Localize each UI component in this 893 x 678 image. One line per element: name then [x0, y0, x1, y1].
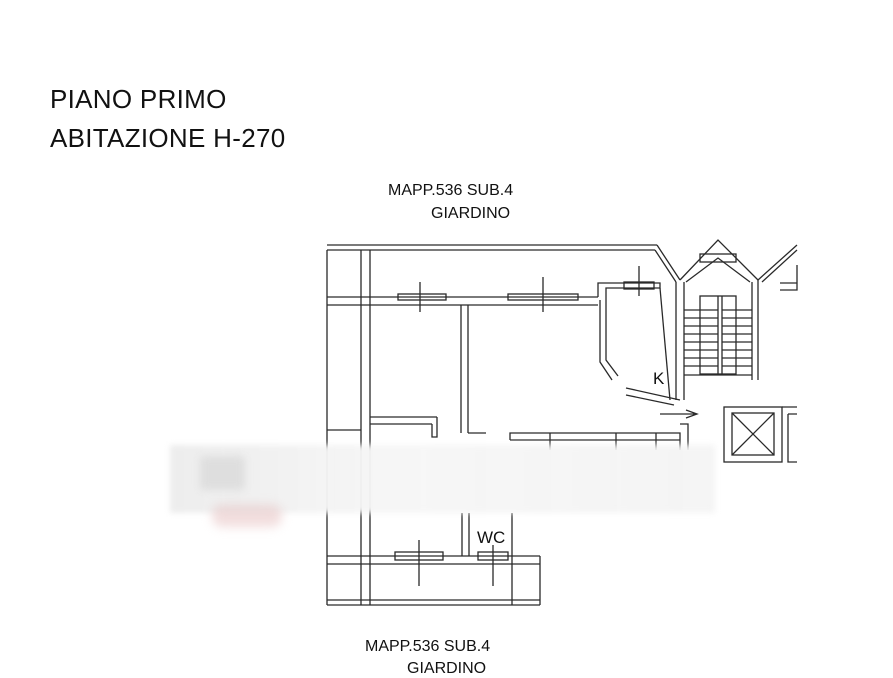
corridor-wall-top: [509, 432, 681, 450]
room-label-kitchen: K: [653, 369, 665, 388]
elevator-shaft: [723, 406, 783, 463]
stair-wall-right: [751, 280, 759, 380]
elevator-wall-right: [782, 406, 797, 463]
stair-vent: [699, 253, 737, 263]
stair-wall-left: [675, 282, 685, 400]
kitchen-wall-top: [597, 282, 661, 297]
bottom-parcel-label: MAPP.536 SUB.4: [365, 638, 491, 655]
plan-title-floor: PIANO PRIMO: [50, 84, 227, 114]
wall-room-return: [431, 417, 438, 438]
room-label-bathroom: WC: [477, 528, 506, 547]
stair-roof-inner: [685, 257, 751, 283]
roof-right-ledge: [780, 265, 798, 291]
top-garden-label: GIARDINO: [431, 205, 511, 222]
kitchen-wall-left: [599, 297, 619, 381]
wall-top-diagonal: [654, 244, 681, 283]
stair-roof-outer: [679, 239, 759, 281]
elevator-cabin: [731, 412, 775, 456]
roof-right: [757, 244, 798, 283]
elevator-cross: [731, 412, 775, 456]
watermark-band: [170, 445, 715, 513]
entrance-arrow: [660, 409, 699, 419]
stair-treads: [684, 295, 752, 375]
top-parcel-label: MAPP.536 SUB.4: [388, 182, 514, 199]
bottom-garden-label: GIARDINO: [407, 660, 487, 677]
plan-title-unit: ABITAZIONE H-270: [50, 123, 286, 153]
entrance-jamb: [680, 423, 689, 450]
watermark-smudge: [212, 505, 282, 527]
window-1: [397, 293, 447, 301]
kitchen-wall-bottom: [625, 387, 681, 406]
kitchen-wall-right: [659, 287, 671, 401]
watermark-logo: [200, 456, 245, 490]
